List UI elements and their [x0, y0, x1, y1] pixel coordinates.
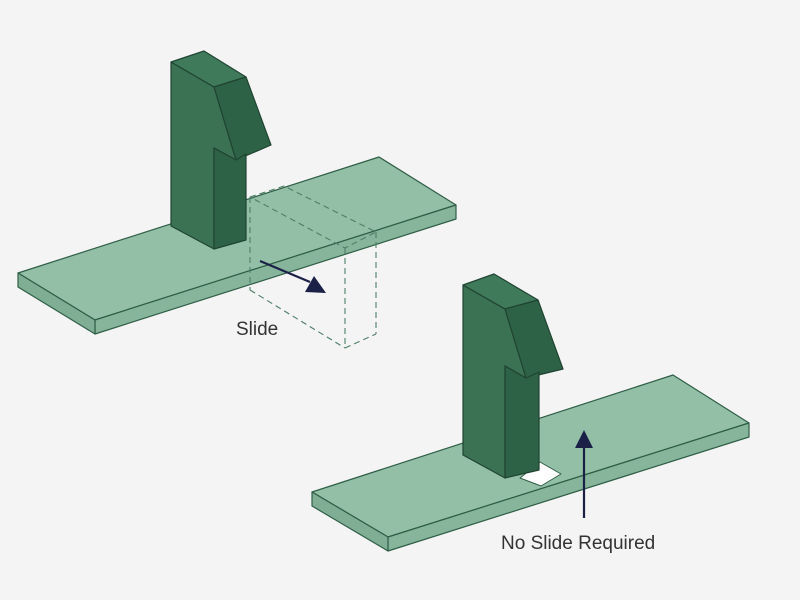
- slide-label: Slide: [236, 319, 279, 340]
- no-slide-required-label: No Slide Required: [501, 533, 656, 554]
- snap-hook-part-left: [170, 50, 272, 250]
- hook-head-face: [213, 76, 272, 161]
- plate-left-edge: [17, 272, 96, 335]
- hook-stem-face: [504, 365, 540, 479]
- slide-ghost-outline: [249, 185, 377, 349]
- no-slide-arrow: [575, 430, 593, 518]
- plate-left-edge: [311, 491, 389, 552]
- hook-stem-face: [213, 147, 247, 250]
- snap-hook-part-right: [462, 273, 564, 479]
- slide-direction-arrow: [259, 259, 326, 293]
- hook-head-face: [504, 299, 564, 379]
